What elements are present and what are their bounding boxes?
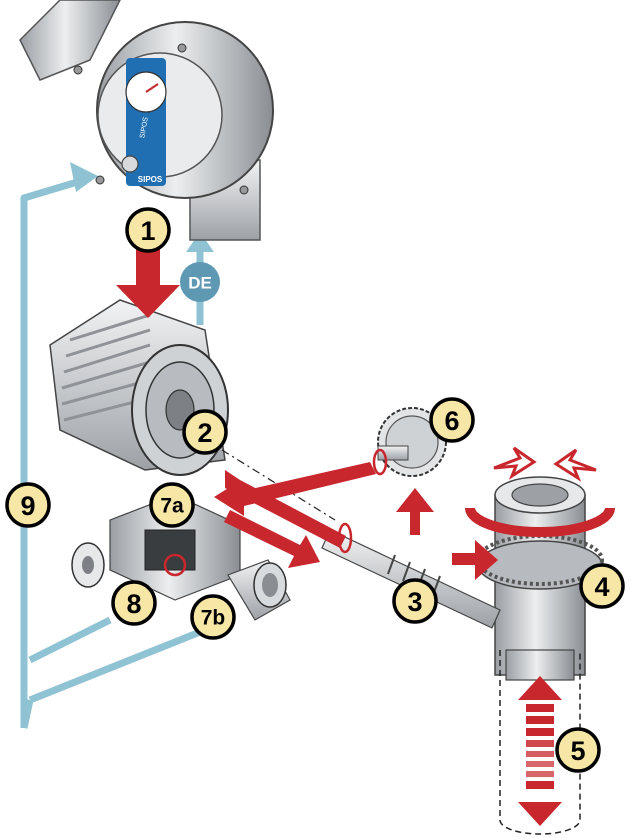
badge-9: 9 bbox=[5, 482, 51, 528]
badge-5: 5 bbox=[555, 727, 601, 773]
badge-4-label: 4 bbox=[594, 572, 609, 602]
feedback-line-7b bbox=[28, 628, 202, 704]
feedback-line-8 bbox=[28, 616, 112, 664]
force-arrow-to-7b bbox=[224, 510, 320, 568]
badge-6: 6 bbox=[429, 397, 475, 443]
badge-8-label: 8 bbox=[126, 589, 141, 619]
badge-7b-label: 7b bbox=[201, 607, 226, 630]
badge-3: 3 bbox=[392, 578, 438, 624]
de-label: DE bbox=[188, 274, 212, 293]
badge-6-label: 6 bbox=[444, 406, 459, 436]
actuator-knob bbox=[121, 155, 139, 173]
thrust-arrow bbox=[518, 676, 562, 826]
actuator-housing: SIPOS SIPOS bbox=[19, 0, 274, 241]
badge-1-label: 1 bbox=[140, 216, 155, 246]
badge-4: 4 bbox=[579, 563, 625, 609]
actuator-brand-label: SIPOS bbox=[138, 175, 163, 184]
worm-wheel-housing bbox=[465, 476, 615, 676]
badge-3-label: 3 bbox=[407, 587, 422, 617]
badge-7b: 7b bbox=[190, 594, 236, 640]
badge-2-label: 2 bbox=[197, 418, 212, 448]
force-arrow-1 bbox=[116, 240, 180, 318]
force-arrow-to-7a bbox=[214, 462, 376, 516]
svg-text:SIPOS: SIPOS bbox=[139, 116, 150, 139]
badge-1: 1 bbox=[125, 207, 171, 253]
force-flow-arrows bbox=[116, 240, 498, 580]
badge-2: 2 bbox=[182, 409, 228, 455]
sensor-gear bbox=[372, 407, 447, 477]
rotation-arrows bbox=[493, 446, 597, 482]
force-arrow-to-gear bbox=[396, 488, 434, 535]
force-arrow-to-wheel bbox=[452, 540, 498, 580]
de-badge: DE bbox=[180, 262, 220, 302]
feedback-line-9-outer bbox=[20, 176, 86, 728]
badge-7a: 7a bbox=[149, 482, 195, 528]
coupling bbox=[227, 559, 291, 621]
rotation-ring bbox=[465, 507, 615, 537]
badge-9-label: 9 bbox=[20, 491, 35, 521]
feedback-line-bottom bbox=[20, 699, 34, 729]
badge-7a-label: 7a bbox=[160, 495, 184, 518]
handwheel-disc bbox=[71, 542, 105, 588]
badge-5-label: 5 bbox=[570, 736, 585, 766]
badge-8: 8 bbox=[111, 580, 157, 626]
feedback-arrowhead-de bbox=[186, 232, 214, 252]
feedback-arrowhead-top bbox=[70, 162, 98, 192]
